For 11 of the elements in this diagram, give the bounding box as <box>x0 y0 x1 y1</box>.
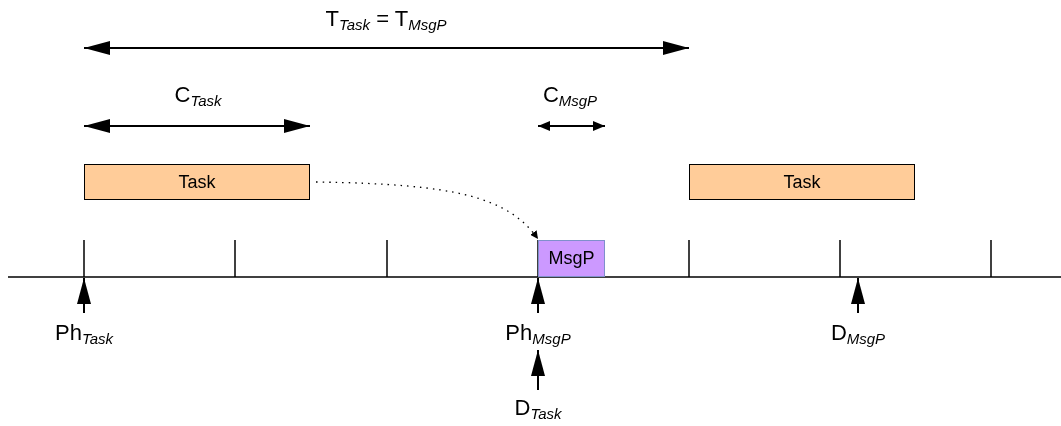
deadline-label: D$_{Task}$ <box>514 397 562 421</box>
duration-label: C$_{Task}$ <box>174 84 222 108</box>
task-bar: Task <box>689 164 915 200</box>
arrow <box>315 181 539 240</box>
duration-label: C$_{MsgP}$ <box>542 84 598 108</box>
phase-label: Ph$_{Task}$ <box>54 322 114 346</box>
message-processing-bar: MsgP <box>538 240 605 277</box>
phase-label: Ph$_{MsgP}$ <box>505 322 571 346</box>
period-label: T$_{Task}$ = T$_{MsgP}$ <box>325 8 447 32</box>
task-bar: Task <box>84 164 310 200</box>
deadline-label: D$_{MsgP}$ <box>830 322 886 346</box>
